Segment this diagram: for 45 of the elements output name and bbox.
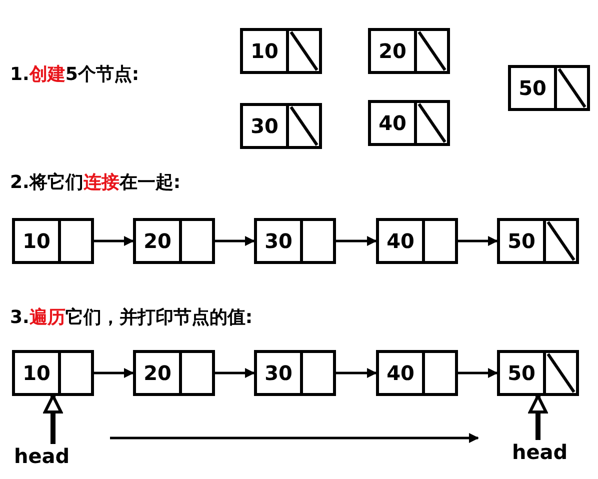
node-value: 30 — [250, 113, 280, 140]
node-value: 30 — [264, 360, 294, 387]
step-heading: 2.将它们连接在一起: — [10, 171, 181, 194]
list-node — [368, 100, 450, 146]
node-value: 30 — [264, 228, 294, 255]
list-node — [368, 28, 450, 74]
node-value: 10 — [250, 38, 280, 65]
step-heading: 1.创建5个节点: — [10, 63, 140, 86]
arrow — [94, 236, 134, 246]
list-node — [133, 218, 215, 264]
pointer-label: head — [14, 444, 70, 468]
list-node — [254, 350, 336, 396]
arrow — [336, 236, 377, 246]
list-node — [497, 350, 579, 396]
pointer-arrow — [528, 394, 548, 440]
list-node — [133, 350, 215, 396]
arrow — [215, 368, 255, 378]
arrow — [336, 368, 377, 378]
list-node — [12, 218, 94, 264]
pointer-label: head — [512, 440, 568, 464]
node-value: 50 — [506, 228, 536, 255]
list-node — [254, 218, 336, 264]
node-value: 40 — [386, 360, 416, 387]
list-node — [508, 65, 590, 111]
pointer-arrow — [44, 394, 62, 444]
node-value: 20 — [142, 360, 172, 387]
list-node — [240, 28, 322, 74]
arrow — [94, 368, 134, 378]
node-value: 50 — [506, 360, 536, 387]
arrow — [458, 368, 498, 378]
list-node — [497, 218, 579, 264]
node-value: 50 — [518, 75, 548, 102]
node-value: 10 — [22, 228, 52, 255]
list-node — [376, 350, 458, 396]
list-node — [12, 350, 94, 396]
node-value: 20 — [378, 38, 408, 65]
step-heading: 3.遍历它们，并打印节点的值: — [10, 306, 253, 329]
node-value: 10 — [22, 360, 52, 387]
arrow — [458, 236, 498, 246]
node-value: 40 — [378, 110, 408, 137]
list-node — [376, 218, 458, 264]
node-value: 40 — [386, 228, 416, 255]
node-value: 20 — [142, 228, 172, 255]
list-node — [240, 103, 322, 149]
arrow — [215, 236, 255, 246]
